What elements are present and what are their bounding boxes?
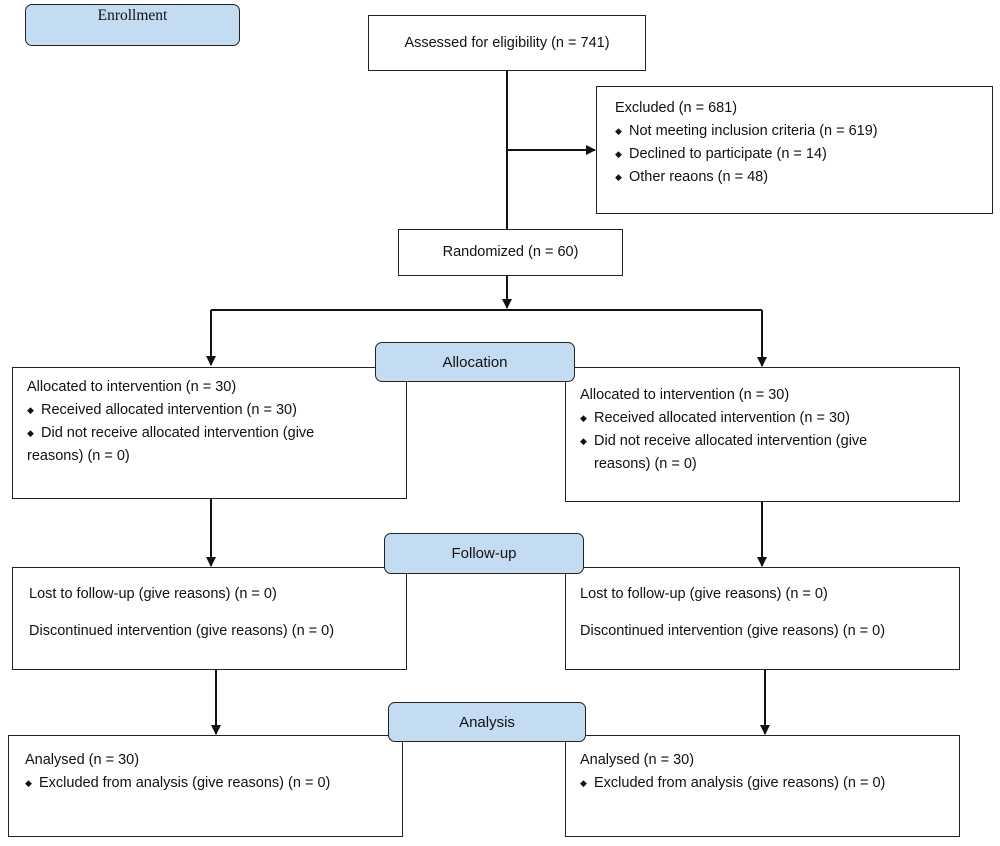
- right-analysed-text: Analysed (n = 30): [580, 752, 695, 768]
- assessed-text: Assessed for eligibility (n = 741): [404, 34, 610, 51]
- right-discontinued-text: Discontinued intervention (give reasons)…: [580, 623, 886, 639]
- left-analysed-text: Analysed (n = 30): [25, 752, 140, 768]
- right-followup-box: Lost to follow-up (give reasons) (n = 0)…: [565, 567, 960, 670]
- excluded-box: Excluded (n = 681) ◆ Not meeting inclusi…: [596, 86, 993, 214]
- diamond-bullet-icon: ◆: [25, 778, 32, 788]
- left-not-received-text: Did not receive allocated intervention (…: [41, 425, 315, 441]
- assessed-box: Assessed for eligibility (n = 741): [368, 15, 646, 71]
- excluded-item: ◆ Other reaons (n = 48): [615, 166, 980, 189]
- right-allocation-title: Allocated to intervention (n = 30): [580, 387, 790, 403]
- right-allocation-box: Allocated to intervention (n = 30) ◆ Rec…: [565, 367, 960, 502]
- left-discontinued-text: Discontinued intervention (give reasons)…: [29, 623, 335, 639]
- stage-label-analysis: Analysis: [388, 702, 586, 742]
- left-not-received-text-cont: reasons) (n = 0): [27, 448, 130, 464]
- left-received-text: Received allocated intervention (n = 30): [41, 402, 297, 418]
- diamond-bullet-icon: ◆: [27, 405, 34, 415]
- left-lost-text: Lost to follow-up (give reasons) (n = 0): [29, 586, 277, 602]
- diamond-bullet-icon: ◆: [615, 149, 622, 159]
- right-analysis-box: Analysed (n = 30) ◆ Excluded from analys…: [565, 735, 960, 837]
- left-analysis-item: ◆ Excluded from analysis (give reasons) …: [25, 772, 390, 795]
- diamond-bullet-icon: ◆: [615, 126, 622, 136]
- stage-label-allocation: Allocation: [375, 342, 575, 382]
- right-allocation-item: ◆ Received allocated intervention (n = 3…: [580, 407, 947, 430]
- stage-enrollment-text: Enrollment: [97, 7, 168, 24]
- excluded-item: ◆ Not meeting inclusion criteria (n = 61…: [615, 120, 980, 143]
- left-allocation-item: ◆ Received allocated intervention (n = 3…: [27, 399, 394, 422]
- diamond-bullet-icon: ◆: [27, 428, 34, 438]
- stage-label-followup: Follow-up: [384, 533, 584, 574]
- stage-label-enrollment: Enrollment: [25, 4, 240, 46]
- excluded-title: Excluded (n = 681): [615, 100, 738, 116]
- left-analysis-box: Analysed (n = 30) ◆ Excluded from analys…: [8, 735, 403, 837]
- left-followup-box: Lost to follow-up (give reasons) (n = 0)…: [12, 567, 407, 670]
- excluded-item-text: Other reaons (n = 48): [629, 169, 769, 185]
- right-not-received-text-cont: reasons) (n = 0): [594, 456, 697, 472]
- stage-allocation-text: Allocation: [442, 353, 508, 371]
- left-allocation-title: Allocated to intervention (n = 30): [27, 379, 237, 395]
- diamond-bullet-icon: ◆: [580, 413, 587, 423]
- right-excluded-analysis-text: Excluded from analysis (give reasons) (n…: [594, 775, 886, 791]
- diamond-bullet-icon: ◆: [580, 436, 587, 446]
- right-received-text: Received allocated intervention (n = 30): [594, 410, 850, 426]
- randomized-text: Randomized (n = 60): [442, 244, 579, 260]
- stage-followup-text: Follow-up: [451, 545, 517, 562]
- randomized-box: Randomized (n = 60): [398, 229, 623, 276]
- right-allocation-item: ◆ Did not receive allocated intervention…: [580, 430, 947, 476]
- right-not-received-text: Did not receive allocated intervention (…: [594, 433, 868, 449]
- excluded-item-text: Declined to participate (n = 14): [629, 146, 827, 162]
- right-analysis-item: ◆ Excluded from analysis (give reasons) …: [580, 772, 947, 795]
- excluded-item-text: Not meeting inclusion criteria (n = 619): [629, 123, 878, 139]
- right-lost-text: Lost to follow-up (give reasons) (n = 0): [580, 586, 828, 602]
- excluded-item: ◆ Declined to participate (n = 14): [615, 143, 980, 166]
- diamond-bullet-icon: ◆: [615, 172, 622, 182]
- left-allocation-item: ◆ Did not receive allocated intervention…: [27, 422, 394, 468]
- left-allocation-box: Allocated to intervention (n = 30) ◆ Rec…: [12, 367, 407, 499]
- left-excluded-analysis-text: Excluded from analysis (give reasons) (n…: [39, 775, 331, 791]
- diamond-bullet-icon: ◆: [580, 778, 587, 788]
- stage-analysis-text: Analysis: [459, 713, 515, 731]
